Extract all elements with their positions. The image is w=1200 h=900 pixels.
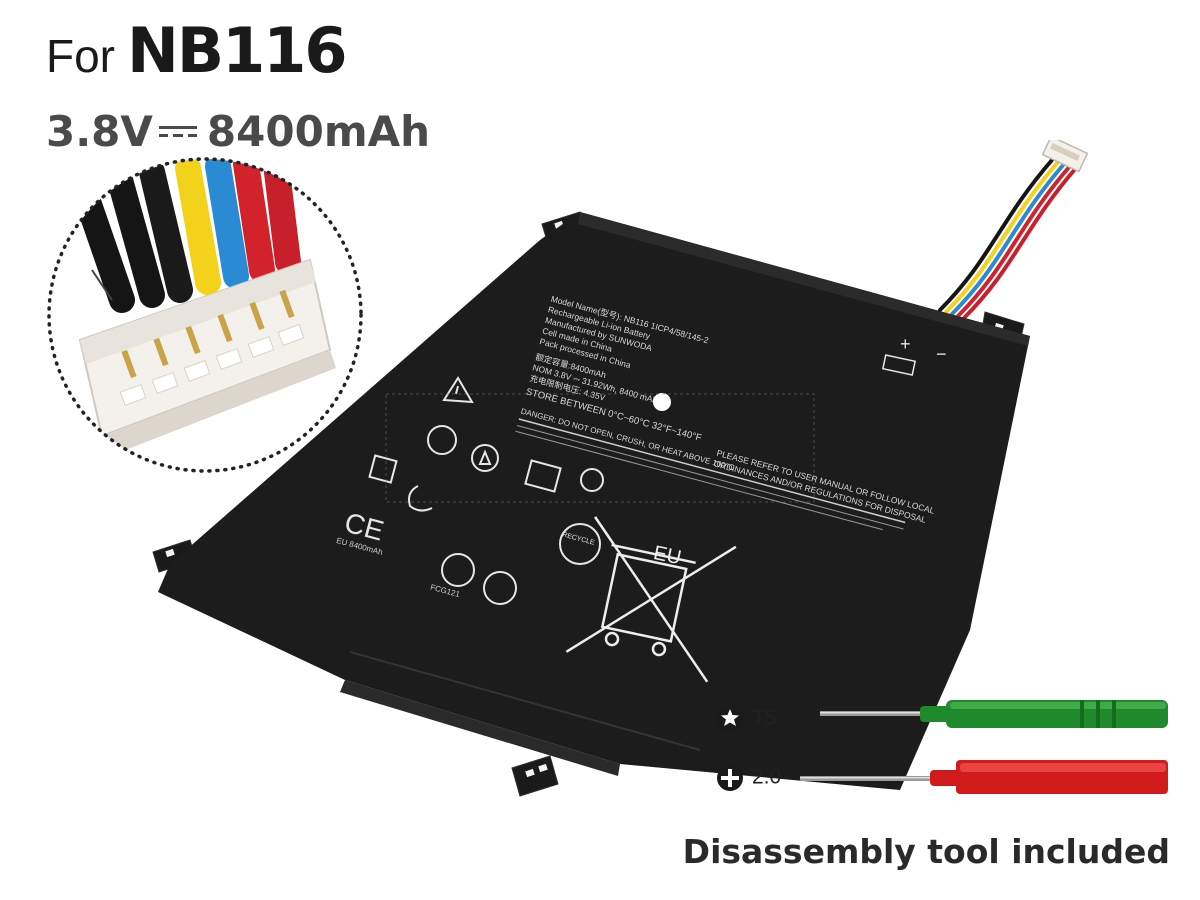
certification-marks [368, 425, 604, 605]
cable-connector [1041, 140, 1089, 173]
polarity-minus: − [936, 344, 947, 364]
watermark-frame [385, 393, 815, 503]
dc-current-icon [158, 125, 197, 137]
battery-cable [938, 158, 1078, 320]
battery-body [158, 212, 1030, 790]
tool-phillips-screwdriver [800, 760, 1168, 794]
tool-t5-screwdriver [820, 700, 1168, 728]
torx-icon [717, 706, 743, 732]
battery-pack: + − Model Name(型号): NB116 1ICP4/58/145-2… [152, 140, 1089, 797]
connector-wires [49, 159, 361, 471]
spec-voltage: 3.8V [46, 107, 153, 156]
label-hole [653, 393, 671, 411]
connector-closeup [47, 157, 363, 473]
title-prefix: For [46, 30, 115, 82]
tool-label-phillips: 2.0 [716, 764, 781, 792]
tool-label-t5: T5 [716, 705, 777, 733]
disassembly-tool-note: Disassembly tool included [682, 832, 1170, 871]
battery-symbol-icon [881, 354, 917, 376]
tool-label-t5-text: T5 [752, 706, 777, 730]
spec-capacity: 8400mAh [206, 107, 430, 156]
product-specs: 3.8V 8400mAh [46, 104, 430, 156]
title-model: NB116 [127, 14, 348, 87]
warning-icon [442, 376, 474, 404]
weee-bin-icon [565, 516, 737, 683]
polarity-plus: + [900, 334, 911, 354]
tool-label-phillips-text: 2.0 [752, 765, 782, 789]
phillips-icon [717, 765, 743, 791]
